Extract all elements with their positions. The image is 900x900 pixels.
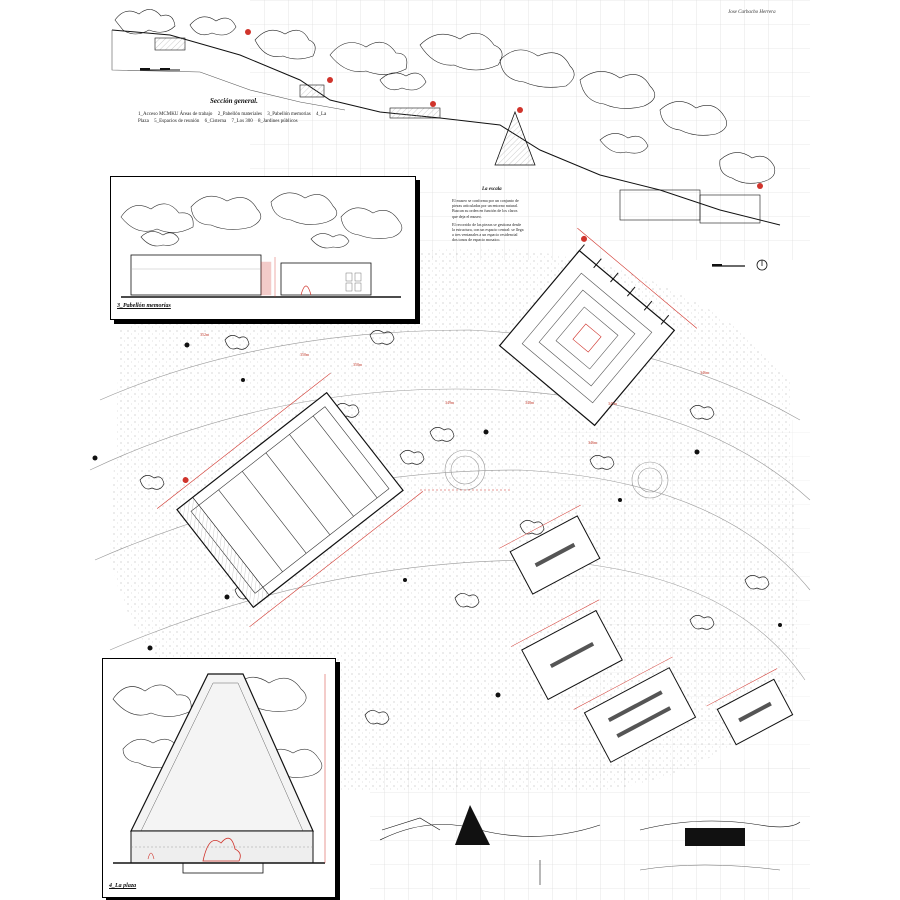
- panel-la-plaza: 4_La plaza: [102, 658, 336, 898]
- elevation-label: 350m: [353, 362, 363, 367]
- bottom-sketches: [379, 805, 801, 885]
- legend-item: 1_Acceso MCMKU Áreas de trabajo: [138, 112, 213, 117]
- pabellon-materiales-plan: [156, 372, 424, 628]
- la-plaza-plan: [498, 227, 698, 427]
- legend-item: 2_Pabellón materiales: [217, 112, 262, 117]
- elevation-label: 352m: [200, 332, 210, 337]
- section-scale-bar: [140, 68, 180, 71]
- elevation-label: 350m: [300, 352, 310, 357]
- section-title: Sección general.: [210, 97, 258, 105]
- section-markers: [245, 29, 763, 189]
- elevation-label: 348m: [525, 400, 535, 405]
- elevation-label: 346m: [588, 440, 598, 445]
- elevation-label: 349m: [445, 400, 455, 405]
- garden-paths: [420, 449, 669, 499]
- legend-item: 3_Pabellón memorias: [267, 112, 311, 117]
- elevation-label: 347m: [608, 401, 618, 406]
- panel-pabellon-memorias: 3_Pabellón memorias: [110, 176, 416, 320]
- legend-item: 8_Jardines públicos: [258, 119, 298, 124]
- plaza-label: 4_La plaza: [109, 883, 137, 889]
- espacios-reunion-plans: [499, 504, 794, 763]
- section-legend: 1_Acceso MCMKU Áreas de trabajo 2_Pabell…: [138, 111, 328, 125]
- description-text: El museo se conforma por un conjunto de …: [452, 198, 524, 246]
- legend-item: 4_La Plaza: [138, 112, 327, 124]
- description-paragraph: El recorrido de las piezas se gestiona d…: [452, 221, 524, 243]
- legend-item: 6_Cisterna: [204, 119, 227, 124]
- legend-item: 5_Espacios de reunión: [154, 119, 200, 124]
- author-name: Jose Carbacho Herrera: [728, 10, 776, 15]
- elevation-label: 346m: [700, 370, 710, 375]
- legend-item: 7_Los 300: [231, 119, 253, 124]
- plaza-section-drawing: [112, 673, 326, 874]
- memorias-label: 3_Pabellón memorias: [117, 303, 171, 309]
- memorias-section-drawing: [120, 192, 403, 298]
- section-plaza-cone: [494, 110, 536, 166]
- site-scale-bar: [712, 264, 745, 267]
- description-title: La escala: [482, 187, 502, 192]
- description-paragraph: El museo se conforma por un conjunto de …: [452, 198, 519, 219]
- section-trees: [114, 9, 776, 184]
